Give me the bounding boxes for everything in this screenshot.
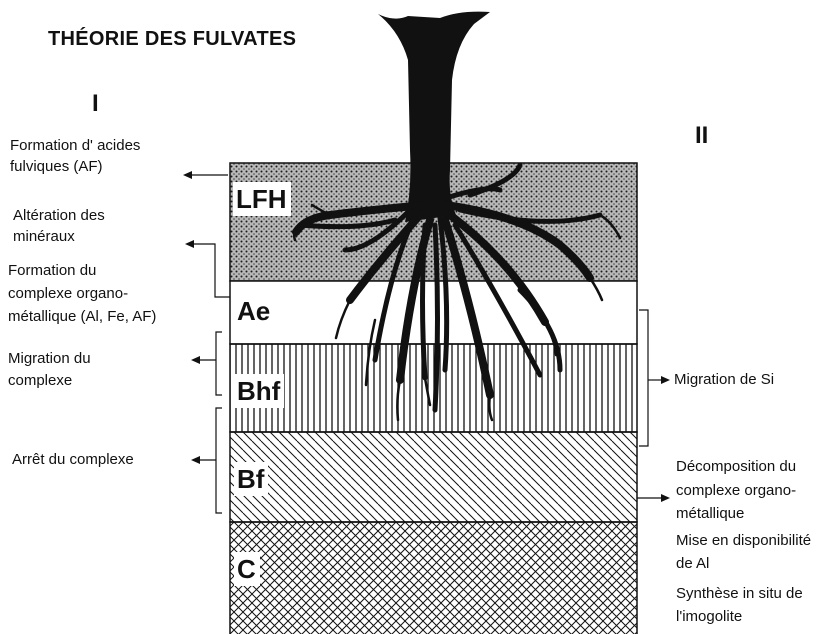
horizon-ae-band — [230, 281, 637, 344]
horizon-c-band — [230, 522, 637, 634]
process-text-line: Formation du — [8, 260, 96, 281]
left-arrowheads — [183, 171, 200, 464]
horizon-label-ae: Ae — [234, 294, 274, 328]
process-text-line: complexe organo- — [8, 283, 128, 304]
process-text-line: l'imogolite — [676, 606, 742, 627]
horizon-label-bhf: Bhf — [234, 374, 284, 408]
horizon-bf-band — [230, 432, 637, 522]
column-label-right: II — [695, 122, 708, 150]
process-text-line: complexe organo- — [676, 480, 796, 501]
process-text-line: Arrêt du complexe — [12, 449, 134, 470]
process-text-line: complexe — [8, 370, 72, 391]
column-label-left: I — [92, 90, 99, 118]
process-text-line: Formation d' acides — [10, 135, 140, 156]
process-text-line: Altération des — [13, 205, 105, 226]
process-text-line: de Al — [676, 553, 709, 574]
horizon-label-c: C — [234, 552, 260, 586]
right-arrowheads — [661, 376, 670, 502]
horizon-label-bf: Bf — [234, 462, 268, 496]
left-process-arrows — [187, 175, 230, 513]
process-text-line: Migration de Si — [674, 369, 774, 390]
process-text-line: Synthèse in situ de — [676, 583, 803, 604]
process-text-line: métallique — [676, 503, 744, 524]
process-text-line: Mise en disponibilité — [676, 530, 811, 551]
horizon-bhf-band — [230, 344, 637, 432]
horizon-label-lfh: LFH — [233, 182, 291, 216]
diagram-title: THÉORIE DES FULVATES — [48, 28, 296, 51]
process-text-line: Décomposition du — [676, 456, 796, 477]
right-process-arrows — [637, 310, 664, 498]
process-text-line: minéraux — [13, 226, 75, 247]
process-text-line: Migration du — [8, 348, 91, 369]
process-text-line: métallique (Al, Fe, AF) — [8, 306, 156, 327]
process-text-line: fulviques (AF) — [10, 156, 103, 177]
